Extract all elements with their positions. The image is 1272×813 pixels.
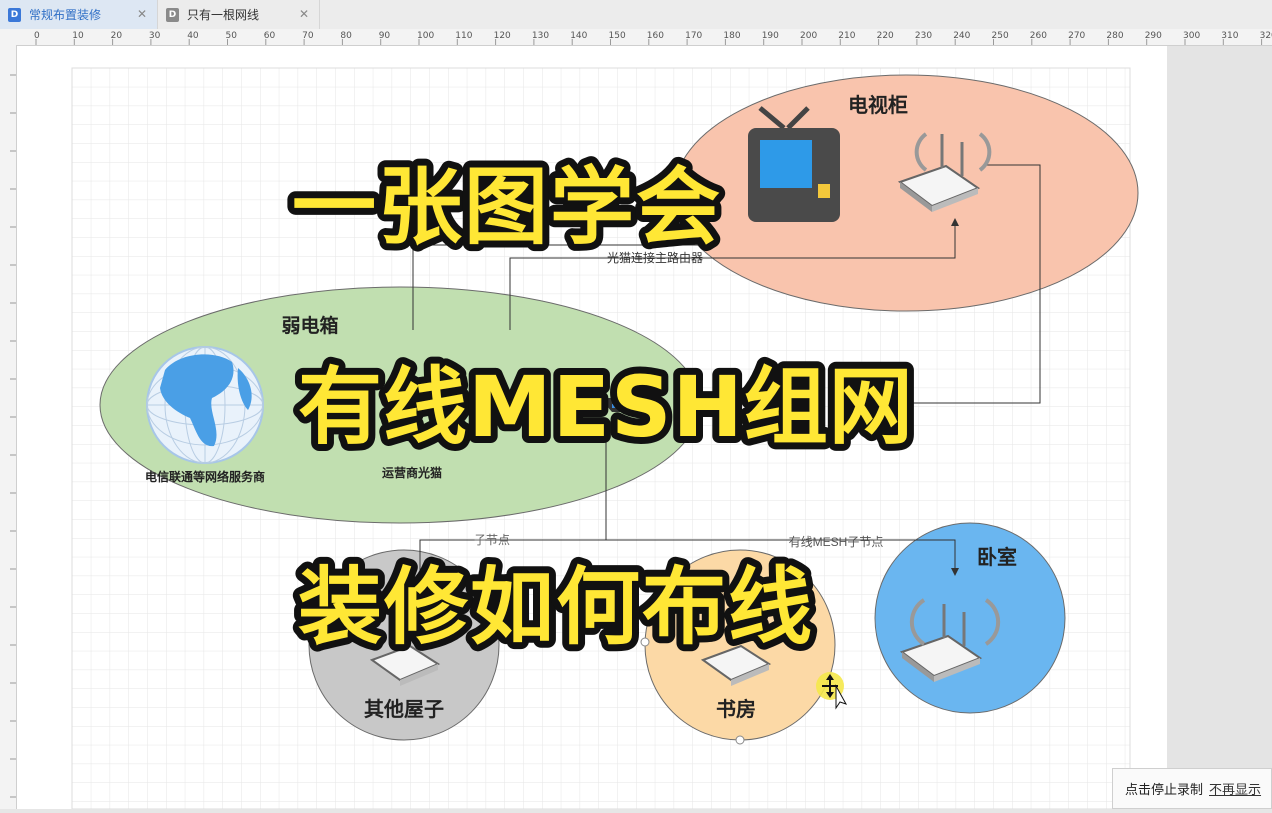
overlay-title-line-1: 一张图学会 — [292, 158, 722, 256]
subnode-label: 子节点 — [474, 533, 510, 547]
ruler-tick-label: 150 — [609, 31, 626, 41]
modem-label: 运营商光猫 — [382, 465, 442, 480]
ruler-tick-label: 230 — [915, 31, 932, 41]
tv-cabinet-label: 电视柜 — [848, 94, 908, 117]
ruler-tick-label: 200 — [800, 31, 817, 41]
ruler-tick-label: 320 — [1260, 31, 1272, 41]
ruler-tick-label: 280 — [1106, 31, 1123, 41]
ruler-tick-label: 130 — [532, 31, 549, 41]
other-rooms-zone[interactable] — [308, 549, 500, 741]
ruler-tick-label: 10 — [72, 31, 84, 41]
ruler-tick-label: 0 — [34, 31, 40, 41]
ruler-tick-label: 60 — [264, 31, 276, 41]
ruler-tick-label: 160 — [647, 31, 664, 41]
stop-recording-button[interactable]: 点击停止录制 — [1125, 783, 1204, 798]
ruler-tick-label: 310 — [1221, 31, 1238, 41]
document-icon: D — [166, 7, 179, 22]
weak-box-label: 弱电箱 — [281, 314, 338, 337]
modem-to-router-label: 光猫连接主路由器 — [607, 250, 703, 265]
vertical-ruler-ticks — [10, 74, 16, 798]
bedroom-router-icon — [899, 598, 1001, 682]
ruler-tick-label: 100 — [417, 31, 434, 41]
ruler-tick-label: 120 — [494, 31, 511, 41]
ruler-tick-label: 50 — [226, 31, 238, 41]
dont-show-again-link[interactable]: 不再显示 — [1209, 783, 1262, 798]
ruler-tick-label: 110 — [455, 31, 472, 41]
tab-label: 只有一根网线 — [187, 8, 260, 22]
ruler-tick-label: 40 — [187, 31, 199, 41]
drawing-canvas[interactable]: 电视柜 弱电箱 卧室 书房 其他屋子 电信联通等网络服务商 运营商光猫 光猫连接… — [17, 46, 1167, 809]
overlay-title-line-2: 有线MESH组网 — [298, 358, 914, 456]
ruler-tick-label: 170 — [685, 31, 702, 41]
ruler-tick-label: 240 — [953, 31, 970, 41]
main-router-icon — [897, 132, 992, 212]
ruler-tick-label: 260 — [1030, 31, 1047, 41]
study-router-icon — [700, 644, 772, 686]
close-icon[interactable]: ✕ — [298, 7, 309, 21]
close-icon[interactable]: ✕ — [136, 7, 147, 21]
ruler-ticks: 0 10 20 30 40 50 60 70 80 90 100 110 120 130 140 150 160… — [34, 31, 1272, 45]
isp-label: 电信联通等网络服务商 — [145, 469, 265, 484]
study-label: 书房 — [716, 697, 756, 721]
connection-lines — [412, 164, 1041, 610]
ruler-tick-label: 140 — [570, 31, 587, 41]
tab-label: 常规布置装修 — [29, 8, 102, 22]
ruler-tick-label: 290 — [1145, 31, 1162, 41]
horizontal-ruler: 0 10 20 30 40 50 60 70 80 90 100 110 120 130 140 150 160… — [0, 29, 1272, 46]
other-rooms-label: 其他屋子 — [364, 697, 444, 721]
ruler-tick-label: 20 — [111, 31, 123, 41]
move-cursor-icon — [816, 672, 848, 710]
other-room-router-icon — [369, 644, 441, 686]
ruler-tick-label: 70 — [302, 31, 314, 41]
globe-icon — [146, 346, 264, 464]
ruler-tick-label: 220 — [877, 31, 894, 41]
ruler-tick-label: 80 — [340, 31, 352, 41]
vertical-ruler — [0, 45, 17, 809]
wired-mesh-subnode-label: 有线MESH子节点 — [789, 535, 884, 549]
ruler-tick-label: 30 — [149, 31, 161, 41]
tab-document-1[interactable]: D 常规布置装修 ✕ — [0, 0, 158, 29]
ruler-tick-label: 180 — [723, 31, 740, 41]
tab-bar: D 常规布置装修 ✕ D 只有一根网线 ✕ — [0, 0, 1272, 30]
weak-box-zone[interactable] — [99, 286, 701, 524]
recording-bar: 点击停止录制 不再显示 — [1112, 768, 1272, 809]
ruler-tick-label: 210 — [838, 31, 855, 41]
tab-document-2[interactable]: D 只有一根网线 ✕ — [158, 0, 320, 29]
ruler-tick-label: 190 — [762, 31, 779, 41]
tv-icon — [748, 106, 840, 222]
document-icon: D — [8, 7, 21, 22]
selection-handle[interactable] — [640, 637, 650, 647]
selection-handle[interactable] — [735, 735, 745, 745]
ruler-tick-label: 90 — [379, 31, 391, 41]
overlay-title-line-3: 装修如何布线 — [298, 558, 814, 656]
ruler-tick-label: 250 — [992, 31, 1009, 41]
title-overlay: 一张图学会 有线MESH组网 装修如何布线 — [285, 151, 920, 663]
ruler-tick-label: 270 — [1068, 31, 1085, 41]
bedroom-label: 卧室 — [977, 545, 1017, 569]
right-panel — [1167, 46, 1272, 809]
network-diagram: 电视柜 弱电箱 卧室 书房 其他屋子 电信联通等网络服务商 运营商光猫 光猫连接… — [71, 67, 1139, 809]
ruler-tick-label: 300 — [1183, 31, 1200, 41]
optical-modem-icon — [600, 398, 672, 412]
